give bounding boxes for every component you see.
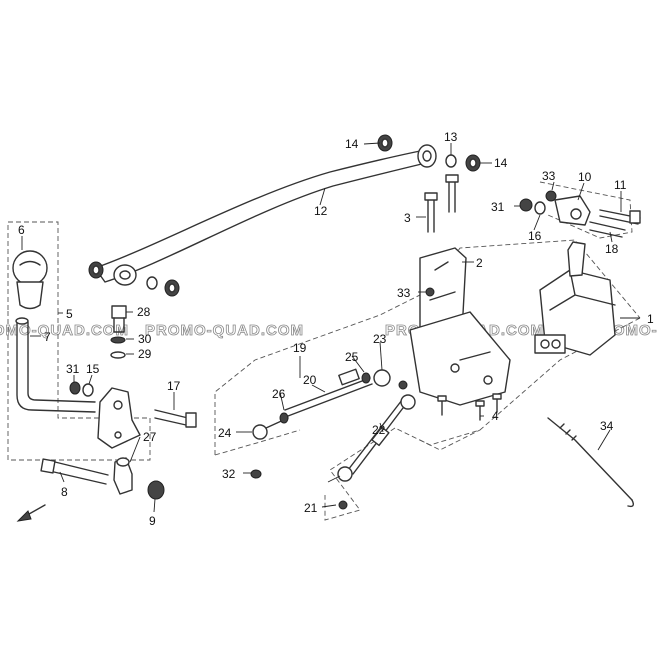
washer-icon [445, 154, 457, 168]
callout-31b: 31 [491, 200, 505, 214]
callout-2: 2 [476, 256, 483, 270]
callout-10: 10 [578, 170, 592, 184]
washer-icon [110, 336, 126, 344]
callout-1: 1 [647, 312, 654, 326]
nut-icon [425, 287, 435, 297]
bushings [88, 134, 481, 297]
nut-icon [69, 381, 81, 395]
bolts-4 [437, 393, 502, 421]
callout-14: 14 [345, 137, 359, 151]
callout-8: 8 [61, 485, 68, 499]
callout-24: 24 [218, 426, 232, 440]
lever-bracket [69, 381, 141, 449]
callout-16: 16 [528, 229, 542, 243]
watermark: PROMO-QUAD.COM [145, 322, 304, 339]
nut-icon [398, 380, 408, 390]
callout-31: 31 [66, 362, 80, 376]
callout-33: 33 [397, 286, 411, 300]
callout-21: 21 [304, 501, 318, 515]
pivot-bolt [113, 457, 165, 500]
callout-29: 29 [138, 347, 152, 361]
callout-18: 18 [605, 242, 619, 256]
leader-lines [21, 142, 640, 513]
shift-rod [94, 144, 437, 286]
washer-icon [534, 201, 546, 215]
callout-34: 34 [600, 419, 614, 433]
bolt-long [40, 458, 109, 485]
callout-15: 15 [86, 362, 100, 376]
cable [547, 417, 635, 508]
callout-30: 30 [138, 332, 152, 346]
nut-icon [147, 480, 165, 500]
nut-icon [361, 372, 371, 384]
callout-27: 27 [143, 430, 157, 444]
callout-14b: 14 [494, 156, 508, 170]
callout-19: 19 [293, 341, 307, 355]
callout-3: 3 [404, 211, 411, 225]
nut-icon [545, 190, 557, 202]
mount-bracket [409, 247, 511, 406]
shift-unit [534, 241, 616, 356]
callout-7: 7 [44, 330, 51, 344]
callout-22: 22 [372, 423, 386, 437]
callout-28: 28 [137, 305, 151, 319]
upper-linkage [519, 190, 641, 238]
washer-icon [110, 351, 126, 359]
callout-labels: 1 2 3 4 5 6 7 8 9 10 11 12 13 14 14 15 1… [18, 130, 654, 528]
callout-5: 5 [66, 307, 73, 321]
callout-12: 12 [314, 204, 328, 218]
nut-icon [519, 198, 533, 212]
callout-6: 6 [18, 223, 25, 237]
callout-4: 4 [492, 409, 499, 423]
nut-icon [279, 412, 289, 424]
washer-icon [146, 276, 158, 290]
callout-9: 9 [149, 514, 156, 528]
callout-26: 26 [272, 387, 286, 401]
nut-icon [338, 500, 348, 510]
callout-11: 11 [614, 178, 627, 192]
callout-23: 23 [373, 332, 387, 346]
nut-icon [250, 469, 262, 479]
direction-arrow-icon [16, 504, 46, 522]
bushing-icon [82, 383, 94, 397]
group-outlines [7, 181, 641, 521]
callout-17: 17 [167, 379, 181, 393]
callout-25: 25 [345, 350, 359, 364]
shift-knob [12, 250, 48, 310]
callout-33b: 33 [542, 169, 556, 183]
bolt-3 [424, 174, 459, 233]
bolt-17 [154, 409, 197, 428]
rod-assembly [250, 368, 416, 510]
watermark: PROMO-QUAD.COM [0, 322, 129, 339]
callout-20: 20 [303, 373, 317, 387]
shift-lever [15, 317, 96, 413]
callout-32: 32 [222, 467, 236, 481]
callout-13: 13 [444, 130, 458, 144]
